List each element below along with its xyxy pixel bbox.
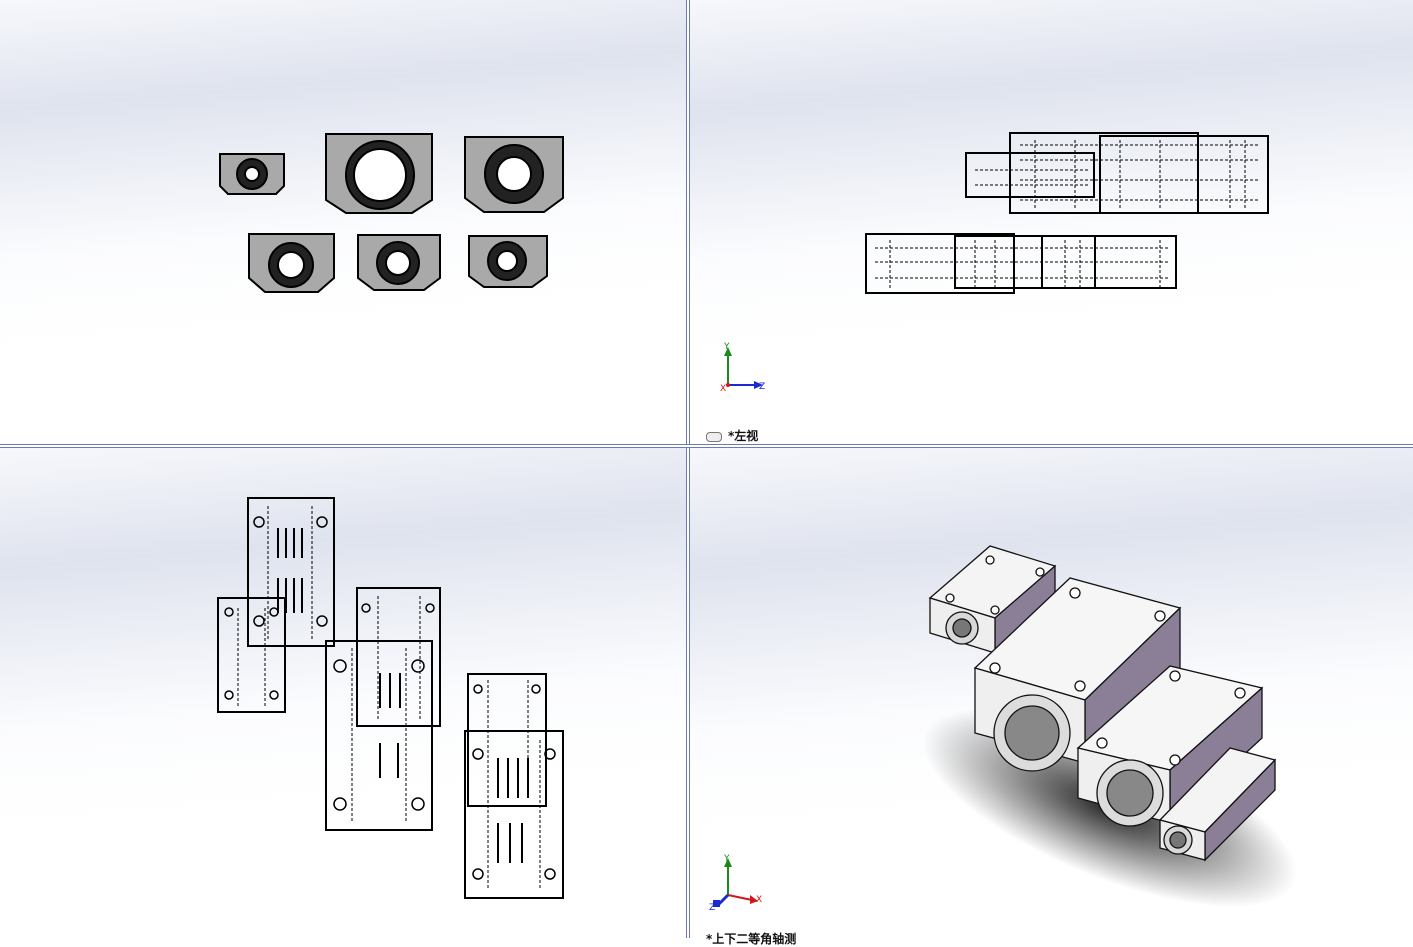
triad-left-z-label: Z (759, 382, 765, 392)
triad-left-x-label: X (720, 384, 726, 394)
view-label-left: *左视 (706, 427, 758, 444)
viewport-divider-horizontal[interactable] (0, 444, 1413, 448)
viewport-isometric[interactable]: Y X Z (690, 448, 1413, 938)
viewport-left[interactable]: Y Z X *左视 (690, 0, 1413, 444)
view-label-iso: *上下二等角轴测 (706, 930, 796, 947)
viewport-front[interactable] (0, 0, 686, 444)
camera-icon (706, 431, 722, 442)
triad-iso-z-label: Z (709, 903, 715, 913)
triad-iso-y-label: Y (723, 854, 730, 864)
view-label-iso-text: *上下二等角轴测 (706, 932, 797, 946)
top-view-drawing (217, 497, 564, 899)
axis-triad-left: Y Z X (720, 342, 765, 394)
viewport-divider-vertical[interactable] (686, 0, 690, 938)
isometric-view-drawing: Y X Z (709, 545, 1298, 913)
triad-iso-x-label: X (756, 895, 762, 905)
view-label-left-text: *左视 (728, 429, 759, 443)
front-view-drawing (219, 133, 564, 293)
viewport-top[interactable] (0, 448, 686, 938)
triad-left-y-label: Y (723, 342, 730, 352)
left-view-drawing: Y Z X (720, 132, 1269, 394)
axis-triad-iso: Y X Z (709, 854, 762, 913)
